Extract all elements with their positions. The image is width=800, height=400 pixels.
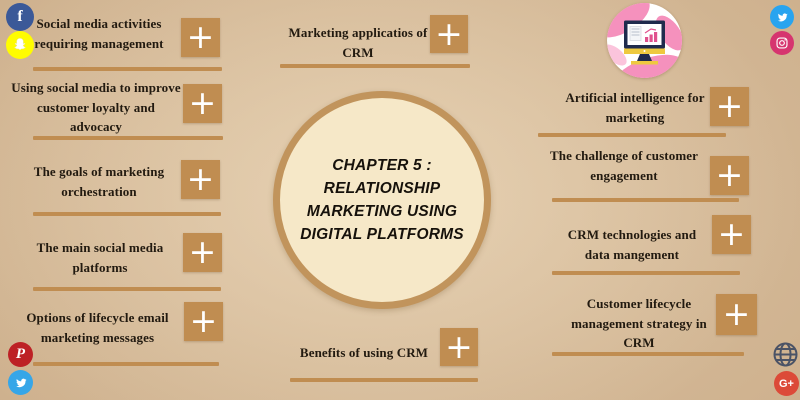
expand-button[interactable]: + — [430, 15, 468, 53]
topic-social-media-activities: Social media activities requiring manage… — [15, 8, 227, 72]
expand-button[interactable]: + — [716, 294, 757, 335]
expand-button[interactable]: + — [183, 233, 222, 272]
expand-button[interactable]: + — [181, 160, 220, 199]
expand-button[interactable]: + — [710, 156, 749, 195]
divider-line — [33, 362, 219, 366]
snapchat-icon[interactable] — [6, 31, 34, 59]
topic-crm-technologies: CRM technologies and data mangement + — [548, 212, 760, 278]
topic-customer-engagement: The challenge of customer engagement + — [545, 142, 757, 206]
pinterest-glyph: P — [15, 346, 26, 362]
topic-label: Benefits of using CRM — [299, 345, 429, 360]
expand-button[interactable]: + — [184, 302, 223, 341]
topic-benefits-of-crm: Benefits of using CRM + — [288, 325, 484, 385]
pinterest-icon[interactable]: P — [8, 342, 33, 367]
instagram-camera-glyph — [776, 37, 788, 49]
plus-icon: + — [188, 232, 217, 271]
expand-button[interactable]: + — [183, 84, 222, 123]
divider-line — [552, 198, 739, 202]
divider-line — [33, 67, 222, 71]
googleplus-icon[interactable]: G+ — [774, 371, 799, 396]
expand-button[interactable]: + — [710, 87, 749, 126]
topic-label: Using social media to improve customer l… — [11, 80, 181, 134]
topic-label: Marketing applicatios of CRM — [288, 25, 428, 60]
plus-icon: + — [186, 17, 215, 56]
divider-line — [538, 133, 726, 137]
topic-social-media-platforms: The main social media platforms + — [15, 226, 227, 294]
topic-lifecycle-management-strategy: Customer lifecycle management strategy i… — [548, 288, 763, 358]
plus-icon: + — [715, 155, 744, 194]
chapter-title: CHAPTER 5 : RELATIONSHIP MARKETING USING… — [300, 156, 464, 244]
topic-marketing-applications-crm: Marketing applicatios of CRM + — [278, 12, 474, 70]
plus-icon: + — [189, 301, 218, 340]
plus-icon: + — [188, 83, 217, 122]
globe-glyph — [773, 342, 798, 367]
facebook-glyph: f — [17, 8, 23, 25]
divider-line — [33, 212, 221, 216]
divider-line — [33, 287, 221, 291]
expand-button[interactable]: + — [440, 328, 478, 366]
plus-icon: + — [435, 13, 463, 53]
topic-label: Customer lifecycle management strategy i… — [571, 296, 707, 350]
facebook-icon[interactable]: f — [6, 3, 34, 31]
central-topic-circle: CHAPTER 5 : RELATIONSHIP MARKETING USING… — [273, 91, 491, 309]
monitor-chart-image — [607, 3, 682, 78]
plus-icon: + — [722, 294, 751, 333]
topic-label: CRM technologies and data mangement — [567, 227, 697, 262]
topic-label: Options of lifecycle email marketing mes… — [26, 310, 169, 345]
topic-marketing-orchestration: The goals of marketing orchestration + — [15, 152, 227, 218]
plus-icon: + — [717, 214, 746, 253]
topic-label: The goals of marketing orchestration — [33, 164, 165, 199]
topic-ai-for-marketing: Artificial intelligence for marketing + — [538, 84, 756, 140]
monitor-chart-illustration — [607, 3, 682, 78]
topic-label: Artificial intelligence for marketing — [565, 90, 705, 125]
plus-icon: + — [186, 159, 215, 198]
twitter-bird-glyph — [777, 13, 788, 22]
topic-lifecycle-email: Options of lifecycle email marketing mes… — [10, 300, 225, 370]
topic-social-media-loyalty: Using social media to improve customer l… — [10, 76, 225, 144]
divider-line — [290, 378, 478, 382]
divider-line — [552, 352, 744, 356]
googleplus-glyph: G+ — [779, 377, 794, 390]
divider-line — [552, 271, 740, 275]
twitter-icon[interactable] — [8, 370, 33, 395]
topic-label: The challenge of customer engagement — [549, 148, 698, 183]
globe-icon[interactable] — [772, 341, 799, 368]
expand-button[interactable]: + — [712, 215, 751, 254]
snapchat-ghost-glyph — [14, 38, 26, 50]
instagram-icon[interactable] — [770, 31, 794, 55]
expand-button[interactable]: + — [181, 18, 220, 57]
twitter-icon[interactable] — [770, 5, 794, 29]
divider-line — [33, 136, 223, 140]
twitter-bird-glyph — [16, 378, 27, 388]
topic-label: Social media activities requiring manage… — [34, 16, 164, 51]
divider-line — [280, 64, 470, 68]
plus-icon: + — [445, 326, 473, 366]
plus-icon: + — [715, 86, 744, 125]
topic-label: The main social media platforms — [36, 240, 164, 275]
